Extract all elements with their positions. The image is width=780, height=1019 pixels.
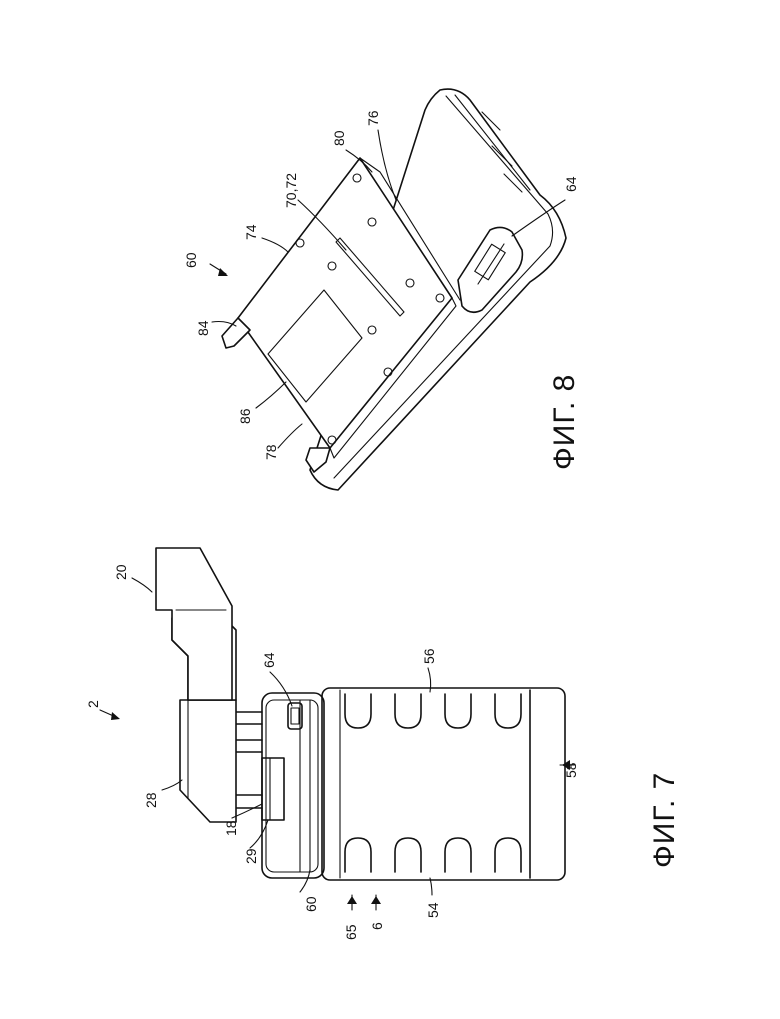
fig7-label-28: 28 — [143, 792, 159, 808]
adapter-plate-74 — [238, 158, 452, 448]
fig7-label-64: 64 — [261, 652, 277, 668]
battery-ribs-left — [345, 838, 521, 872]
fig7-label-2: 2 — [85, 700, 101, 708]
mounting-block — [262, 758, 284, 820]
fig8-label-76: 76 — [365, 110, 381, 126]
figure-8: 60 74 70,72 80 76 64 84 86 78 ФИГ. 8 — [183, 89, 581, 490]
figure-7: 2 20 28 64 56 18 29 60 65 6 54 58 ФИГ. 7 — [85, 548, 681, 940]
shafts — [236, 712, 262, 808]
battery-pack-body — [322, 688, 565, 880]
fig8-label-70-72: 70,72 — [283, 173, 299, 208]
fig7-label-58: 58 — [563, 762, 579, 778]
fig7-label-18: 18 — [223, 820, 239, 836]
fig8-label-60: 60 — [183, 252, 199, 268]
tool-head — [156, 548, 236, 700]
tab-78 — [306, 448, 330, 472]
fig7-label-20: 20 — [113, 564, 129, 580]
fig7-label-54: 54 — [425, 902, 441, 918]
battery-ribs-right — [345, 694, 521, 728]
fig8-label-80: 80 — [331, 130, 347, 146]
fig7-label-65: 65 — [343, 924, 359, 940]
adapter-plate — [262, 693, 324, 878]
fig8-label-78: 78 — [263, 444, 279, 460]
fig7-label-56: 56 — [421, 648, 437, 664]
fig7-caption: ФИГ. 7 — [648, 772, 681, 868]
fig7-label-60: 60 — [303, 896, 319, 912]
fig8-caption: ФИГ. 8 — [548, 374, 581, 470]
fig7-label-29: 29 — [243, 848, 259, 864]
fig8-label-86: 86 — [237, 408, 253, 424]
fig8-label-64: 64 — [563, 176, 579, 192]
fig8-label-84: 84 — [195, 320, 211, 336]
fig7-label-6: 6 — [369, 922, 385, 930]
fig8-label-74: 74 — [243, 224, 259, 240]
